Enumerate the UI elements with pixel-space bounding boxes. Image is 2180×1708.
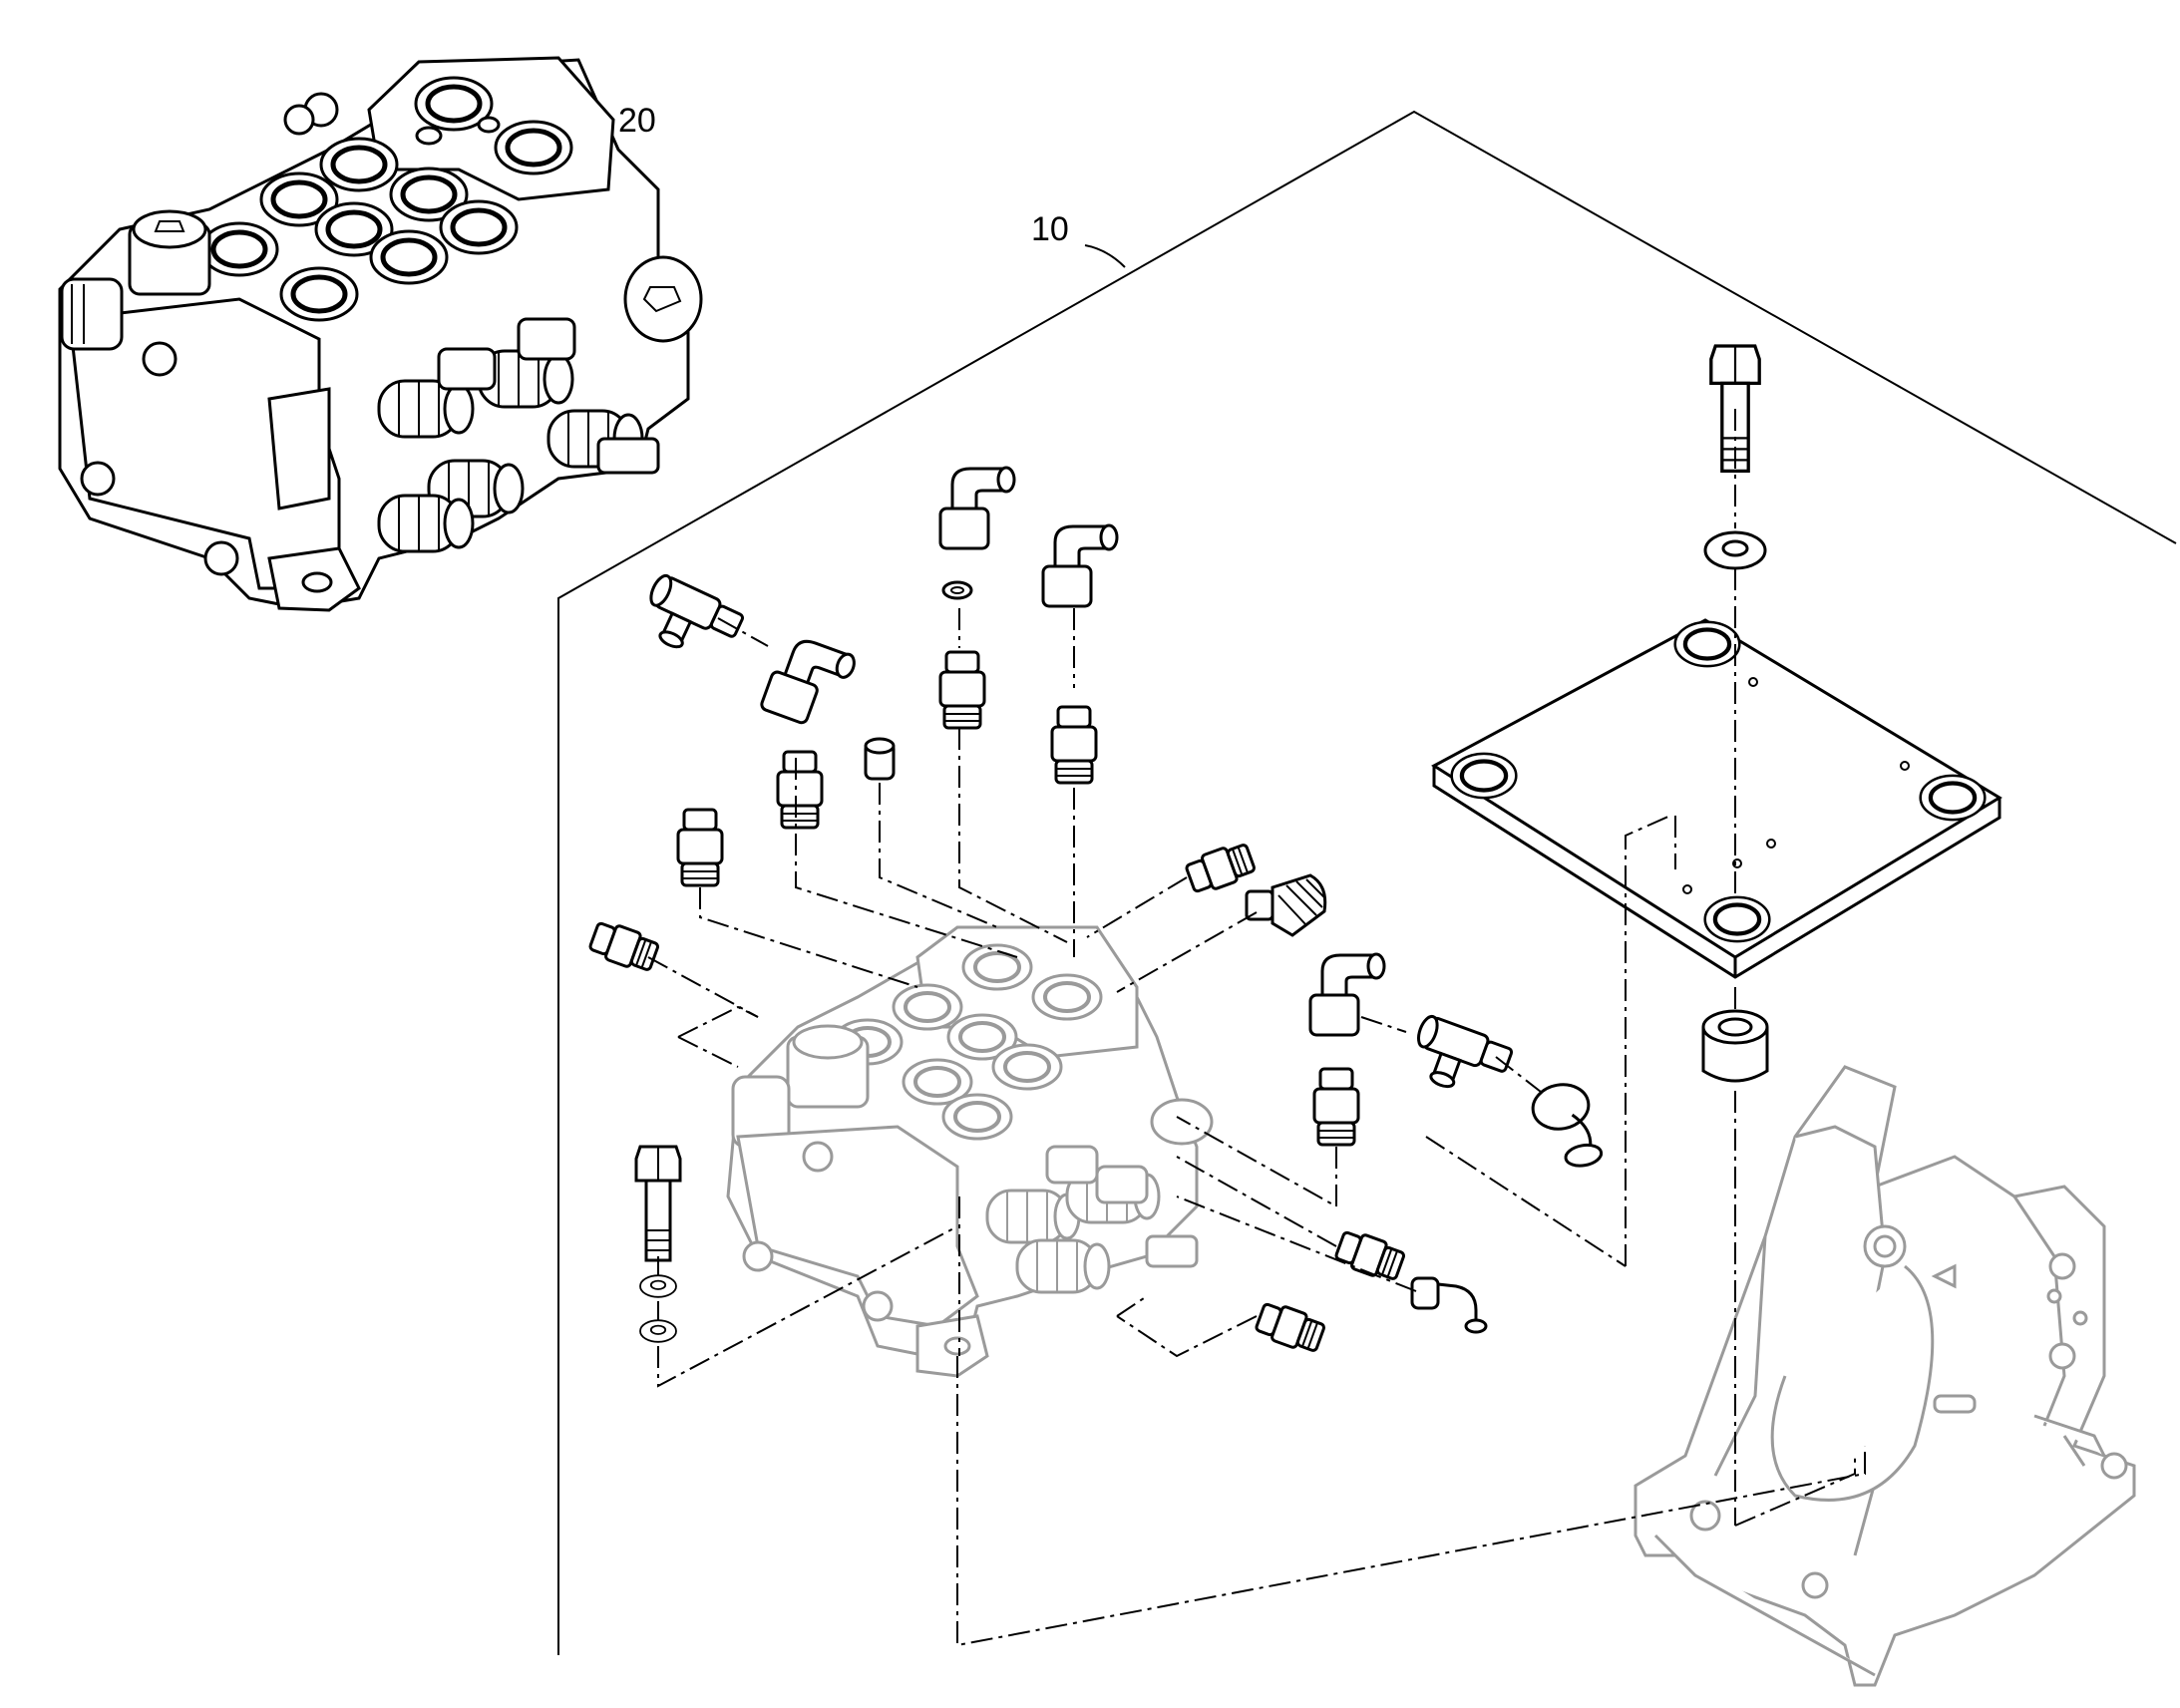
callout-item-20[interactable]: 20	[618, 102, 656, 140]
assembly-leader-lines	[647, 409, 1866, 1647]
kit-boundary-item-10	[557, 110, 2177, 1655]
control-valve-assembly-item-20	[58, 56, 703, 612]
valve-body-phantom	[726, 925, 1214, 1378]
chassis-frame-phantom	[1634, 1065, 2136, 1687]
fittings-group-lower	[1253, 952, 1604, 1357]
fittings-group-top	[586, 466, 1327, 976]
spacer-bushing	[1701, 1009, 1769, 1083]
mounting-plate	[1431, 618, 2002, 979]
callout-item-10[interactable]: 10	[1031, 210, 1069, 248]
